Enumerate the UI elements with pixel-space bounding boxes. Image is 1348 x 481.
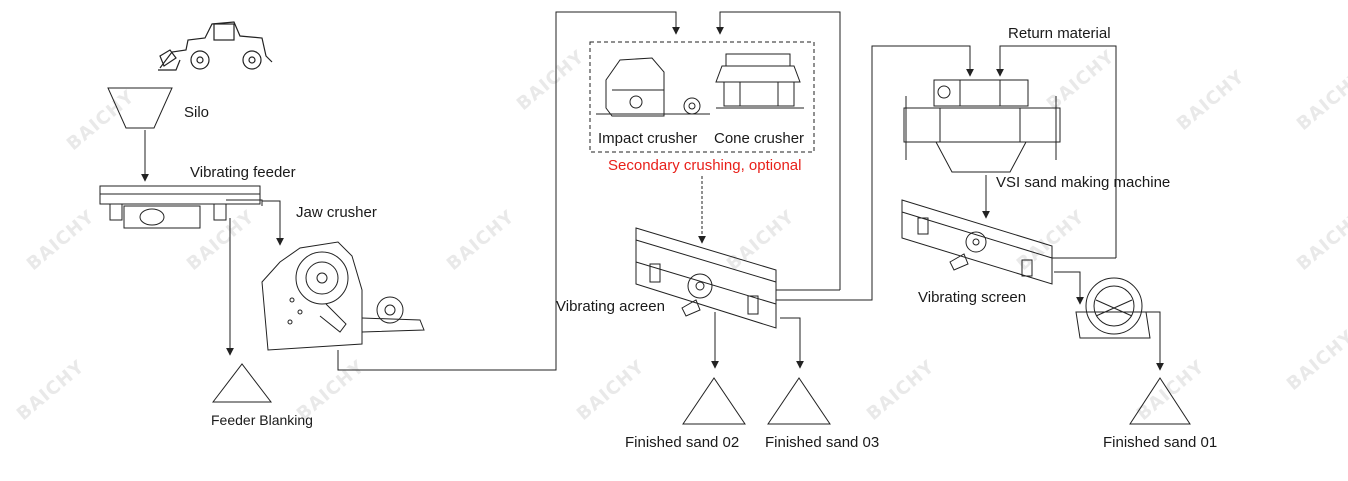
feeder-blanking-label: Feeder Blanking [211,412,313,428]
finished-sand-01-pile [1129,377,1191,425]
finished-sand-03-pile [767,377,831,425]
vsi-sand-making-machine-icon [903,79,1061,173]
wheel-loader-icon [158,21,273,71]
vibrating-screen-icon [901,199,1053,285]
return-material-label: Return material [1008,25,1111,42]
secondary-crushing-group [589,41,815,153]
cone-crusher-icon [715,53,804,109]
finished-sand-02-pile [682,377,746,425]
vibrating-feeder-icon [99,185,263,229]
silo-icon [107,87,173,129]
finished-sand-03-label: Finished sand 03 [765,434,880,451]
feeder-blanking-pile [211,363,273,403]
impact-crusher-label: Impact crusher [598,130,698,147]
vibrating-acreen-label: Vibrating acreen [556,298,665,315]
finished-sand-02-label: Finished sand 02 [625,434,740,451]
jaw-crusher-icon [261,241,425,351]
sand-washer-icon [1075,277,1151,339]
cone-crusher-label: Cone crusher [714,130,805,147]
vibrating-feeder-label: Vibrating feeder [190,164,296,181]
finished-sand-01-label: Finished sand 01 [1103,434,1218,451]
vibrating-screen-label: Vibrating screen [918,289,1027,306]
silo-label: Silo [184,104,210,121]
impact-crusher-icon [596,57,710,117]
vsi-sand-making-machine-label: VSI sand making machine [996,174,1171,191]
vibrating-acreen-icon [635,227,777,329]
secondary-crushing-label: Secondary crushing, optional [608,157,802,174]
jaw-crusher-label: Jaw crusher [296,204,377,221]
